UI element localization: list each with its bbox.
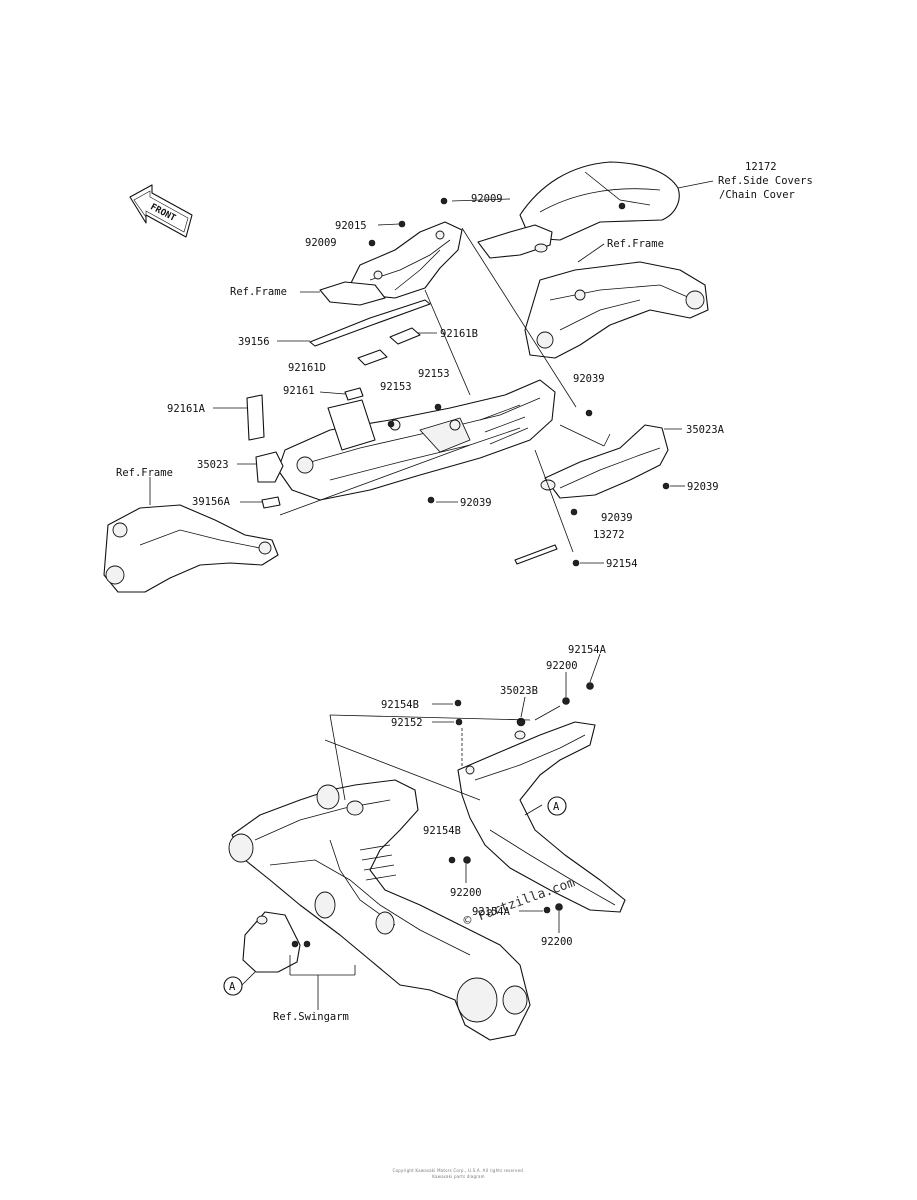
fastener-92039-top — [585, 409, 593, 417]
frame-left-lower-part — [103, 504, 279, 593]
label-92039-mid: 92039 — [460, 497, 492, 509]
label-92161D: 92161D — [288, 362, 326, 374]
watermark-text: © Partzilla.com — [462, 875, 578, 929]
frame-right-part — [524, 261, 709, 359]
fastener-92009-left — [368, 239, 376, 247]
svg-text:A: A — [553, 801, 560, 813]
pad-92161A — [246, 394, 265, 441]
label-92009-top: 92009 — [471, 193, 503, 205]
label-ref-swingarm: Ref.Swingarm — [273, 1011, 349, 1023]
pad-39156A — [261, 496, 281, 509]
svg-text:A: A — [229, 981, 236, 993]
label-92200-top: 92200 — [546, 660, 578, 672]
label-92154B-mid: 92154B — [423, 825, 461, 837]
fastener-92153-a — [434, 403, 442, 411]
cover-bracket-part — [477, 224, 553, 259]
label-39156A: 39156A — [192, 496, 231, 508]
label-92039-top: 92039 — [573, 373, 605, 385]
fastener-92200-low — [555, 903, 563, 911]
label-ref-frame-lower: Ref.Frame — [116, 467, 173, 479]
fastener-swingarm-right — [303, 940, 311, 948]
upper-leader-lines — [149, 180, 714, 564]
strip-39156 — [309, 299, 431, 347]
fastener-swingarm-left — [291, 940, 299, 948]
fastener-92154B-mid — [448, 856, 456, 864]
fastener-12172 — [618, 202, 626, 210]
label-92009-left: 92009 — [305, 237, 337, 249]
fastener-92154B-top — [454, 699, 462, 707]
rod-13272 — [514, 544, 558, 565]
fastener-92009-top — [440, 197, 448, 205]
pad-92161D — [357, 349, 388, 366]
label-92200-low: 92200 — [541, 936, 573, 948]
label-12172: 12172 — [745, 161, 777, 173]
fastener-92153-b — [387, 420, 395, 428]
callout-a-left: A — [223, 976, 243, 996]
label-92161B: 92161B — [440, 328, 478, 340]
label-92154A-top: 92154A — [568, 644, 607, 656]
label-92039-low: 92039 — [601, 512, 633, 524]
bracket-a-left — [242, 911, 301, 973]
label-ref-frame-right: Ref.Frame — [607, 238, 664, 250]
label-92200-mid: 92200 — [450, 887, 482, 899]
fastener-92015 — [398, 220, 406, 228]
cover-35023A-part — [540, 424, 669, 499]
label-92154A-low: 92154A — [472, 906, 511, 918]
fastener-92154 — [572, 559, 580, 567]
label-35023: 35023 — [197, 459, 229, 471]
label-92154B-top: 92154B — [381, 699, 419, 711]
label-ref-frame-left: Ref.Frame — [230, 286, 287, 298]
swingarm-part — [228, 779, 531, 1041]
fastener-35023B — [516, 717, 526, 727]
label-35023A: 35023A — [686, 424, 725, 436]
panel-35023 — [255, 451, 284, 483]
lower-cover-main-part — [277, 379, 556, 501]
label-35023B: 35023B — [500, 685, 538, 697]
chain-guard-35023B — [457, 721, 626, 913]
fastener-92154A-top — [586, 682, 594, 690]
footer-line-1: Copyright Kawasaki Motors Corp., U.S.A. … — [392, 1168, 525, 1173]
fastener-92039-right — [662, 482, 670, 490]
label-chain-cover: /Chain Cover — [719, 189, 795, 201]
fastener-92200-top — [562, 697, 570, 705]
label-39156: 39156 — [238, 336, 270, 348]
fastener-92039-mid — [427, 496, 435, 504]
fastener-92152 — [455, 718, 463, 726]
fastener-92039-low — [570, 508, 578, 516]
label-92161A: 92161A — [167, 403, 206, 415]
pad-92161B — [389, 327, 421, 345]
label-13272: 13272 — [593, 529, 625, 541]
label-92153-a: 92153 — [418, 368, 450, 380]
footer-line-2: Kawasaki parts diagram — [432, 1174, 485, 1179]
fastener-92200-mid — [463, 856, 471, 864]
label-92154: 92154 — [606, 558, 638, 570]
frame-left-upper-part — [319, 281, 386, 306]
front-arrow-icon: FRONT — [129, 184, 193, 238]
label-92039-right: 92039 — [687, 481, 719, 493]
panel-92161-left — [327, 399, 376, 451]
lower-leader-lines — [241, 653, 601, 1010]
fastener-92154A-low — [543, 906, 551, 914]
label-92015: 92015 — [335, 220, 367, 232]
label-ref-side-covers: Ref.Side Covers — [718, 175, 813, 187]
label-92161: 92161 — [283, 385, 315, 397]
label-92152: 92152 — [391, 717, 423, 729]
side-cover-part — [519, 161, 680, 241]
callout-a-right: A — [547, 796, 567, 816]
pad-92161 — [344, 387, 364, 401]
label-92153-b: 92153 — [380, 381, 412, 393]
